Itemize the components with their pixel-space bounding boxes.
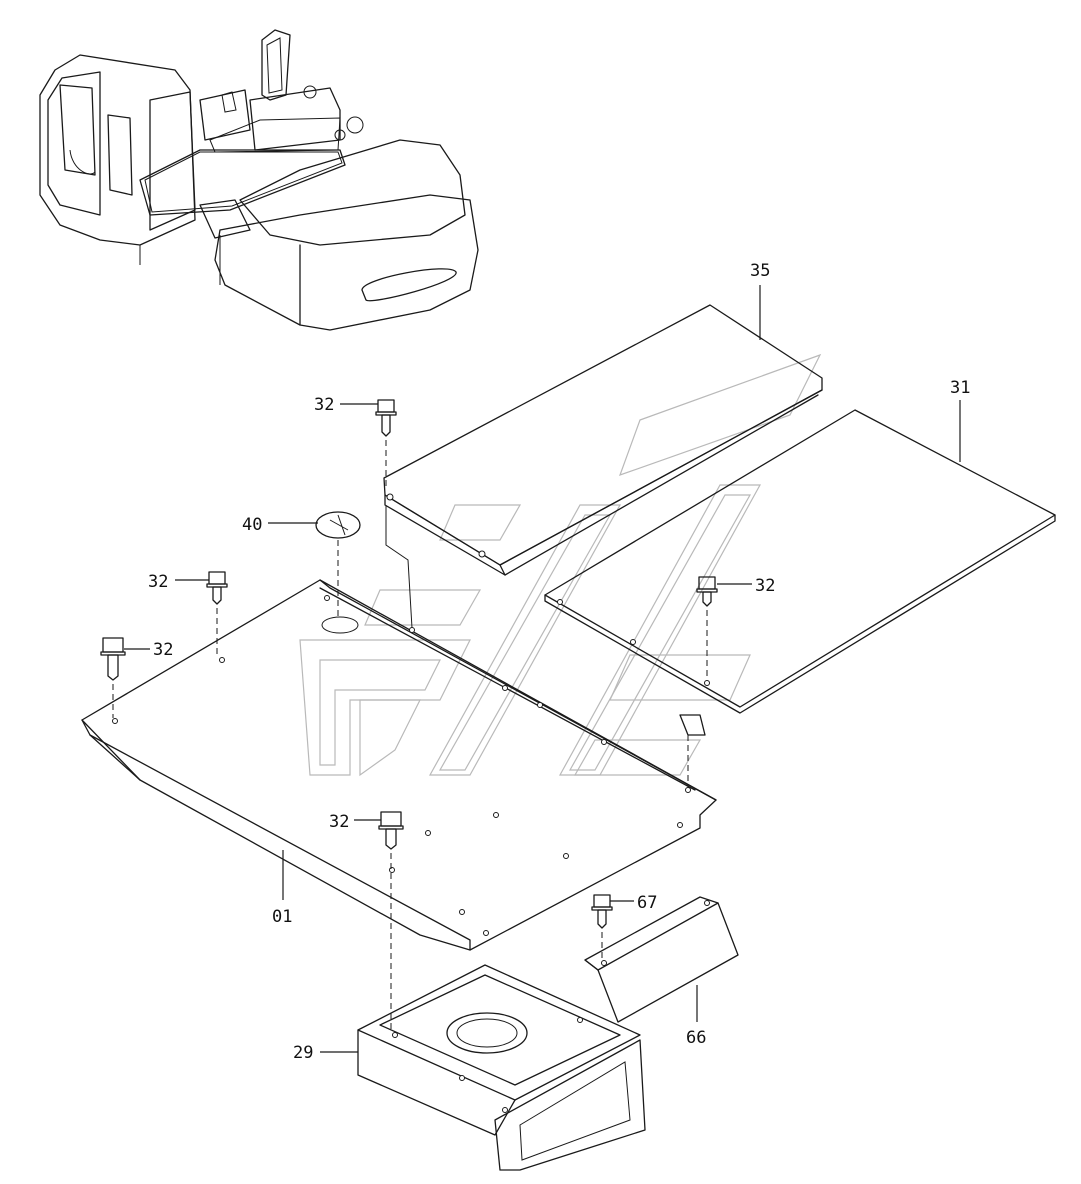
callout-32-left: 32 — [153, 640, 173, 660]
part-35-top-cover — [383, 304, 823, 576]
part-66-cover — [584, 896, 739, 1023]
callout-66: 66 — [686, 1028, 706, 1048]
bolt-32-left — [100, 637, 126, 681]
callout-leaders — [124, 285, 961, 1053]
callout-32-bottom: 32 — [329, 812, 349, 832]
callout-35: 35 — [750, 261, 770, 281]
bolt-32-mid — [206, 571, 228, 605]
bolt-32-top — [375, 399, 397, 437]
callout-31: 31 — [950, 378, 970, 398]
part-29-under-cover — [357, 964, 646, 1171]
part-31-floor-mat — [544, 409, 1056, 714]
callout-29: 29 — [293, 1043, 313, 1063]
bolt-67 — [591, 894, 613, 929]
callout-32-top: 32 — [314, 395, 334, 415]
callout-01: 01 — [272, 907, 292, 927]
callout-67: 67 — [637, 893, 657, 913]
callout-32-right: 32 — [755, 576, 775, 596]
part-40-plug — [315, 511, 361, 539]
foam-mat — [144, 151, 343, 213]
assembly-lines — [112, 440, 708, 1030]
foam-seal — [494, 1039, 646, 1171]
bolt-32-bottom — [378, 811, 404, 850]
callout-32-mid: 32 — [148, 572, 168, 592]
bolt-32-right — [696, 576, 718, 607]
callout-labels: 35 31 32 32 32 32 32 40 01 67 66 29 — [148, 261, 970, 1063]
excavator-thumbnail — [39, 29, 479, 331]
part-01-floor-plate — [81, 579, 717, 951]
callout-40: 40 — [242, 515, 262, 535]
foam-mat — [209, 117, 341, 153]
